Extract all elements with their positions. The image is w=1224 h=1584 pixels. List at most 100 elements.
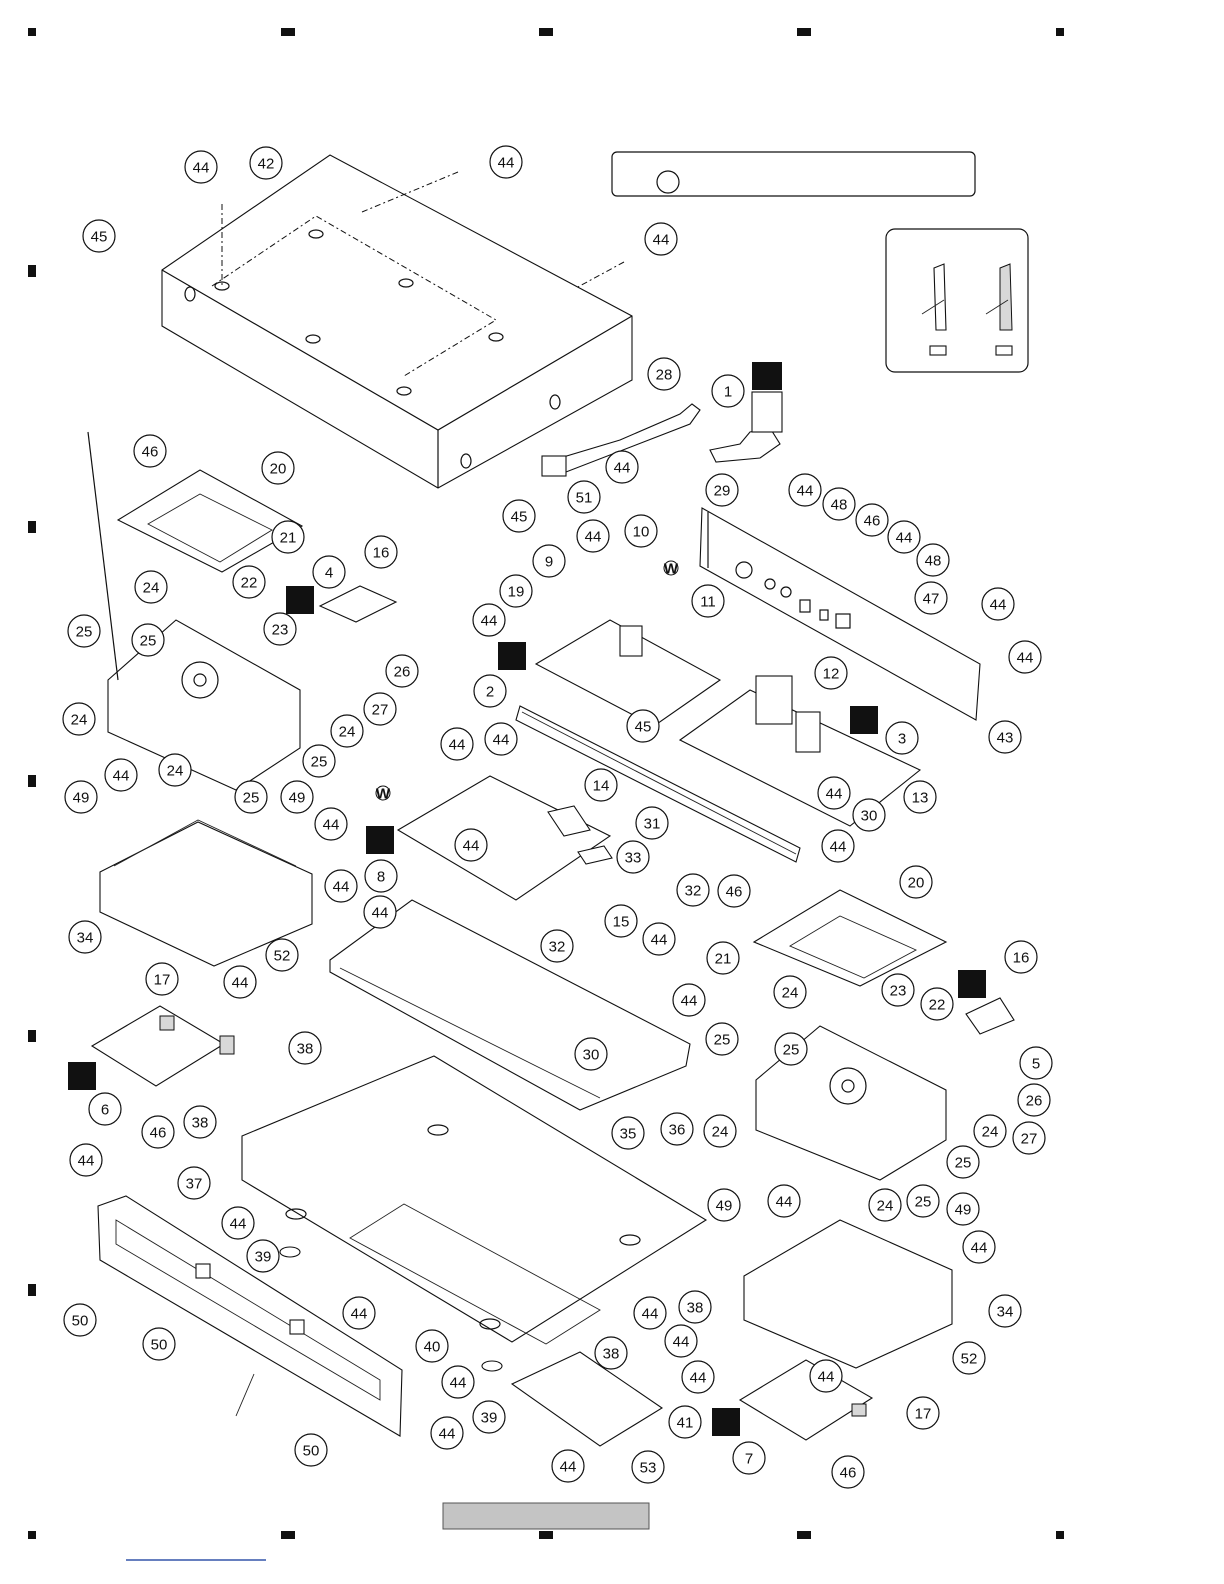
part-callout: 23 — [881, 973, 915, 1007]
front-pcb-2 — [498, 619, 722, 727]
part-callout: 44 — [817, 776, 851, 810]
part-callout: 11 — [691, 584, 725, 618]
part-callout-circle — [142, 1327, 176, 1361]
part-number: 24 — [339, 724, 356, 741]
part-number: 44 — [323, 817, 340, 834]
part-callout-circle — [635, 806, 669, 840]
part-callout-circle — [261, 451, 295, 485]
part-number: 44 — [990, 597, 1007, 614]
part-number: 44 — [439, 1426, 456, 1443]
part-callout-circle — [532, 544, 566, 578]
part-callout-circle — [732, 1441, 766, 1475]
part-number: 44 — [493, 732, 510, 749]
part-callout-circle — [706, 941, 740, 975]
part-callout-circle — [678, 1290, 712, 1324]
part-callout: 38 — [678, 1290, 712, 1324]
part-callout: 22 — [920, 987, 954, 1021]
part-callout: 44 — [551, 1449, 585, 1483]
part-callout-circle — [711, 374, 745, 408]
part-number: 44 — [372, 905, 389, 922]
part-callout: 44 — [633, 1296, 667, 1330]
part-callout: 15 — [604, 904, 638, 938]
part-number: 12 — [823, 666, 840, 683]
part-callout: 44 — [454, 828, 488, 862]
part-callout-circle — [676, 873, 710, 907]
part-callout: 44 — [342, 1296, 376, 1330]
part-number: 17 — [154, 972, 171, 989]
part-number: 44 — [1017, 650, 1034, 667]
left-bracket — [99, 819, 313, 967]
part-callout: 46 — [717, 874, 751, 908]
part-number: 44 — [113, 768, 130, 785]
part-callout-circle — [668, 1405, 702, 1439]
part-callout: 44 — [576, 519, 610, 553]
part-callout: 29 — [705, 473, 739, 507]
footer-bar — [442, 1502, 650, 1530]
part-number: 21 — [715, 951, 732, 968]
part-callout-circle — [104, 758, 138, 792]
part-callout-circle — [385, 654, 419, 688]
part-number: 46 — [864, 513, 881, 530]
part-callout-circle — [946, 1145, 980, 1179]
part-callout-circle — [831, 1455, 865, 1489]
part-callout-circle — [88, 1092, 122, 1126]
part-number: 33 — [625, 850, 642, 867]
part-callout-circle — [69, 1143, 103, 1177]
part-callout: 46 — [141, 1115, 175, 1149]
part-callout-circle — [1004, 940, 1038, 974]
part-callout: 38 — [594, 1336, 628, 1370]
part-number: 25 — [783, 1042, 800, 1059]
part-callout: 21 — [271, 520, 305, 554]
part-callout-circle — [809, 1359, 843, 1393]
part-number: 43 — [997, 730, 1014, 747]
part-callout-circle — [576, 519, 610, 553]
part-callout: 44 — [809, 1359, 843, 1393]
part-callout: 49 — [280, 780, 314, 814]
part-callout: 2 — [473, 674, 507, 708]
part-number: 46 — [726, 884, 743, 901]
part-callout: 27 — [363, 692, 397, 726]
part-callout-circle — [489, 145, 523, 179]
part-callout-circle — [981, 587, 1015, 621]
part-callout-circle — [672, 983, 706, 1017]
part-callout-circle — [647, 357, 681, 391]
part-callout: 14 — [584, 768, 618, 802]
part-number: 49 — [716, 1198, 733, 1215]
part-callout-circle — [705, 1022, 739, 1056]
part-callout: 44 — [981, 587, 1015, 621]
part-callout-circle — [899, 865, 933, 899]
note-marker-circle — [656, 170, 680, 194]
part-callout: 44 — [672, 983, 706, 1017]
part-callout: 20 — [899, 865, 933, 899]
part-callout-circle — [946, 1192, 980, 1226]
part-callout: 43 — [988, 720, 1022, 754]
part-callout: 24 — [330, 714, 364, 748]
part-number: 38 — [192, 1115, 209, 1132]
part-callout-circle — [183, 1105, 217, 1139]
w-mark-letter: W — [664, 561, 679, 578]
part-number: 44 — [333, 879, 350, 896]
part-callout-circle — [364, 859, 398, 893]
part-number: 44 — [776, 1194, 793, 1211]
part-number: 15 — [613, 914, 630, 931]
part-number: 44 — [481, 613, 498, 630]
part-callout-circle — [707, 1188, 741, 1222]
part-callout-circle — [246, 1239, 280, 1273]
part-number: 44 — [818, 1369, 835, 1386]
part-callout: 25 — [234, 780, 268, 814]
part-number: 34 — [997, 1304, 1014, 1321]
part-number: 1 — [724, 384, 732, 401]
part-callout: 46 — [133, 434, 167, 468]
part-number: 25 — [714, 1032, 731, 1049]
part-number: 7 — [745, 1451, 753, 1468]
part-number: 44 — [193, 160, 210, 177]
part-callout: 41 — [668, 1405, 702, 1439]
part-callout-circle — [605, 450, 639, 484]
left-disc-mechanism — [87, 431, 398, 791]
part-number: 44 — [797, 483, 814, 500]
main-pcb-8 — [366, 775, 613, 901]
part-callout-circle — [773, 975, 807, 1009]
part-callout: 38 — [183, 1105, 217, 1139]
part-callout: 49 — [946, 1192, 980, 1226]
